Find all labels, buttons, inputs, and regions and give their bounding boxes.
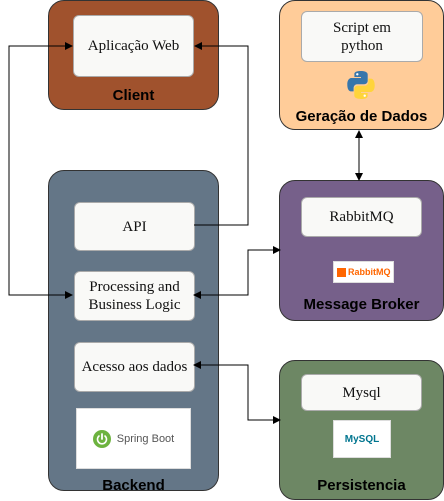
spring-boot-icon	[92, 429, 111, 448]
rabbitmq-label: RabbitMQ	[329, 209, 394, 225]
python-logo-icon	[345, 69, 377, 101]
api-label: API	[122, 218, 147, 235]
client-group: Aplicação Web Client	[48, 0, 219, 110]
rabbitmq-icon	[337, 267, 346, 277]
persistence-group: Mysql MySQL Persistencia	[279, 360, 444, 500]
processing-label-line1: Processing and	[89, 279, 180, 295]
web-processing-connector	[8, 42, 73, 299]
data-access-box[interactable]: Acesso aos dados	[74, 342, 195, 392]
mysql-box[interactable]: Mysql	[301, 374, 422, 411]
processing-label-line2: Business Logic	[88, 297, 181, 313]
python-script-box[interactable]: Script em python	[301, 11, 423, 62]
mysql-logo-text: MySQL	[344, 433, 380, 445]
backend-group: API Processing and Business Logic Acesso…	[48, 170, 219, 494]
spring-boot-logo: Spring Boot	[76, 408, 191, 469]
message-broker-group: RabbitMQ RabbitMQ Message Broker	[279, 180, 444, 321]
backend-title: Backend	[102, 477, 165, 494]
rabbitmq-logo-text: RabbitMQ	[348, 267, 391, 277]
web-app-box[interactable]: Aplicação Web	[73, 15, 194, 77]
python-script-label: Script em python	[333, 19, 391, 54]
api-box[interactable]: API	[74, 202, 195, 251]
data-access-label: Acesso aos dados	[81, 359, 188, 375]
processing-rabbitmq-connector	[193, 246, 281, 299]
message-broker-title: Message Broker	[303, 296, 420, 313]
rabbitmq-logo: RabbitMQ	[333, 261, 394, 283]
dataaccess-mysql-connector	[193, 361, 281, 424]
persistence-title: Persistencia	[317, 477, 406, 494]
mysql-logo: MySQL	[333, 420, 391, 458]
client-title: Client	[112, 87, 155, 104]
api-webapp-connector	[194, 42, 249, 226]
mysql-label: Mysql	[342, 384, 381, 401]
spring-boot-text: Spring Boot	[116, 432, 175, 445]
web-app-label: Aplicação Web	[87, 38, 180, 54]
data-generation-title: Geração de Dados	[295, 108, 428, 125]
rabbitmq-box[interactable]: RabbitMQ	[301, 197, 422, 237]
data-generation-group: Script em python Geração de Dados	[279, 0, 444, 130]
